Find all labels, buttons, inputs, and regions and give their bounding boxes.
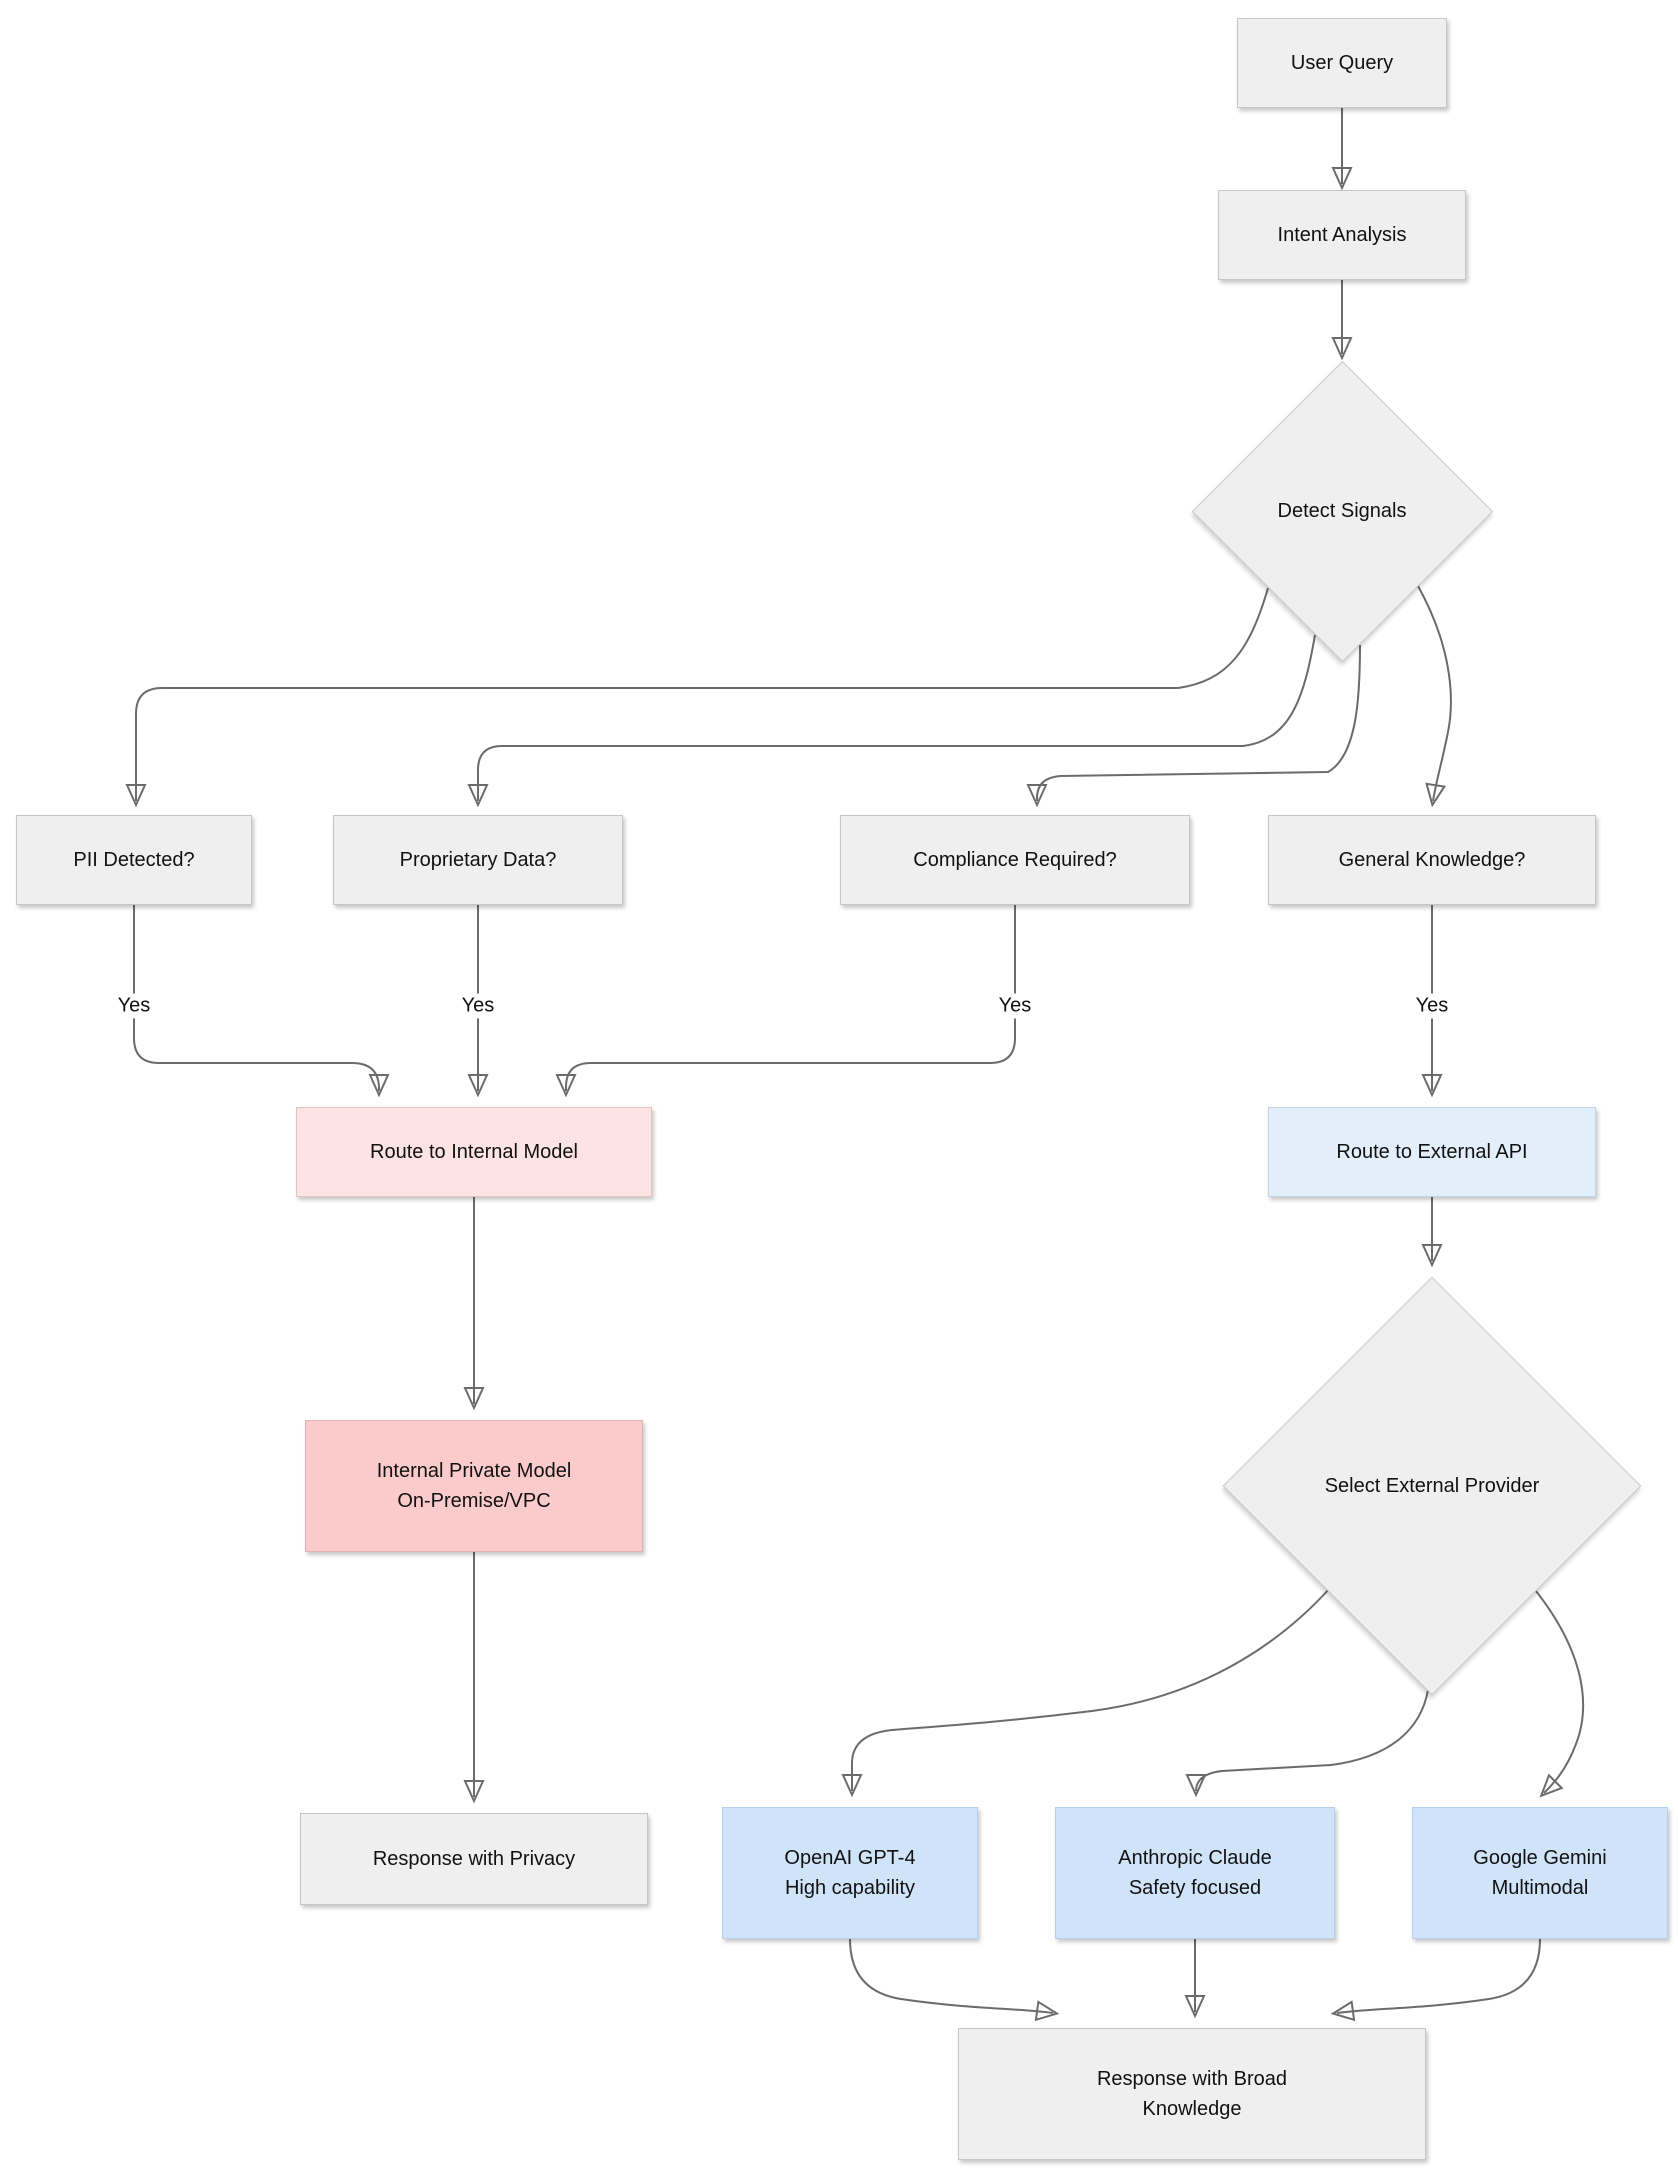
edge-selectprovider-anthropic [1185, 1689, 1429, 1798]
edge-openai-responsebroad [849, 1938, 1060, 2022]
node-compliance-required: Compliance Required? [840, 815, 1190, 905]
node-google-gemini-line2: Multimodal [1491, 1877, 1589, 1899]
edge-detect-pii [125, 587, 1269, 808]
node-user-query: User Query [1237, 18, 1447, 108]
decision-detect-signals-label: Detect Signals [1277, 499, 1407, 522]
node-response-broad-line2: Knowledge [1142, 2098, 1242, 2120]
node-anthropic-claude-line2: Safety focused [1128, 1877, 1262, 1899]
decision-select-external-provider-label: Select External Provider [1324, 1474, 1540, 1497]
node-google-gemini: Google Gemini Multimodal [1412, 1807, 1668, 1939]
edge-label-yes-proprietary: Yes [454, 993, 502, 1019]
node-internal-private-model-line1: Internal Private Model [376, 1460, 572, 1482]
node-openai-gpt4: OpenAI GPT-4 High capability [722, 1807, 978, 1939]
node-anthropic-claude-line1: Anthropic Claude [1118, 1847, 1272, 1869]
edge-detect-compliance [1026, 644, 1361, 808]
edge-selectprovider-gemini [1531, 1585, 1585, 1798]
edge-selectprovider-openai [841, 1587, 1331, 1798]
edge-label-yes-general: Yes [1408, 993, 1456, 1019]
node-route-internal-model: Route to Internal Model [296, 1107, 652, 1197]
node-google-gemini-line1: Google Gemini [1473, 1847, 1607, 1869]
node-openai-gpt4-line2: High capability [784, 1877, 916, 1899]
node-response-broad-line1: Response with Broad [1096, 2068, 1288, 2090]
edge-pii-routeinternal [133, 905, 390, 1098]
node-intent-analysis: Intent Analysis [1218, 190, 1466, 280]
node-openai-gpt4-line1: OpenAI GPT-4 [784, 1847, 916, 1869]
edge-gemini-responsebroad [1330, 1938, 1541, 2022]
node-internal-private-model: Internal Private Model On-Premise/VPC [305, 1420, 643, 1552]
node-response-with-privacy: Response with Privacy [300, 1813, 648, 1905]
edge-detect-proprietary [467, 634, 1316, 808]
edge-label-yes-compliance: Yes [991, 993, 1039, 1019]
edge-compliance-routeinternal [555, 905, 1016, 1098]
node-pii-detected: PII Detected? [16, 815, 252, 905]
node-route-external-api: Route to External API [1268, 1107, 1596, 1197]
node-anthropic-claude: Anthropic Claude Safety focused [1055, 1807, 1335, 1939]
node-response-with-broad-knowledge: Response with Broad Knowledge [958, 2028, 1426, 2160]
node-internal-private-model-line2: On-Premise/VPC [397, 1490, 551, 1512]
edge-label-yes-pii: Yes [110, 993, 158, 1019]
edge-detect-general [1417, 585, 1452, 808]
node-general-knowledge: General Knowledge? [1268, 815, 1596, 905]
node-proprietary-data: Proprietary Data? [333, 815, 623, 905]
